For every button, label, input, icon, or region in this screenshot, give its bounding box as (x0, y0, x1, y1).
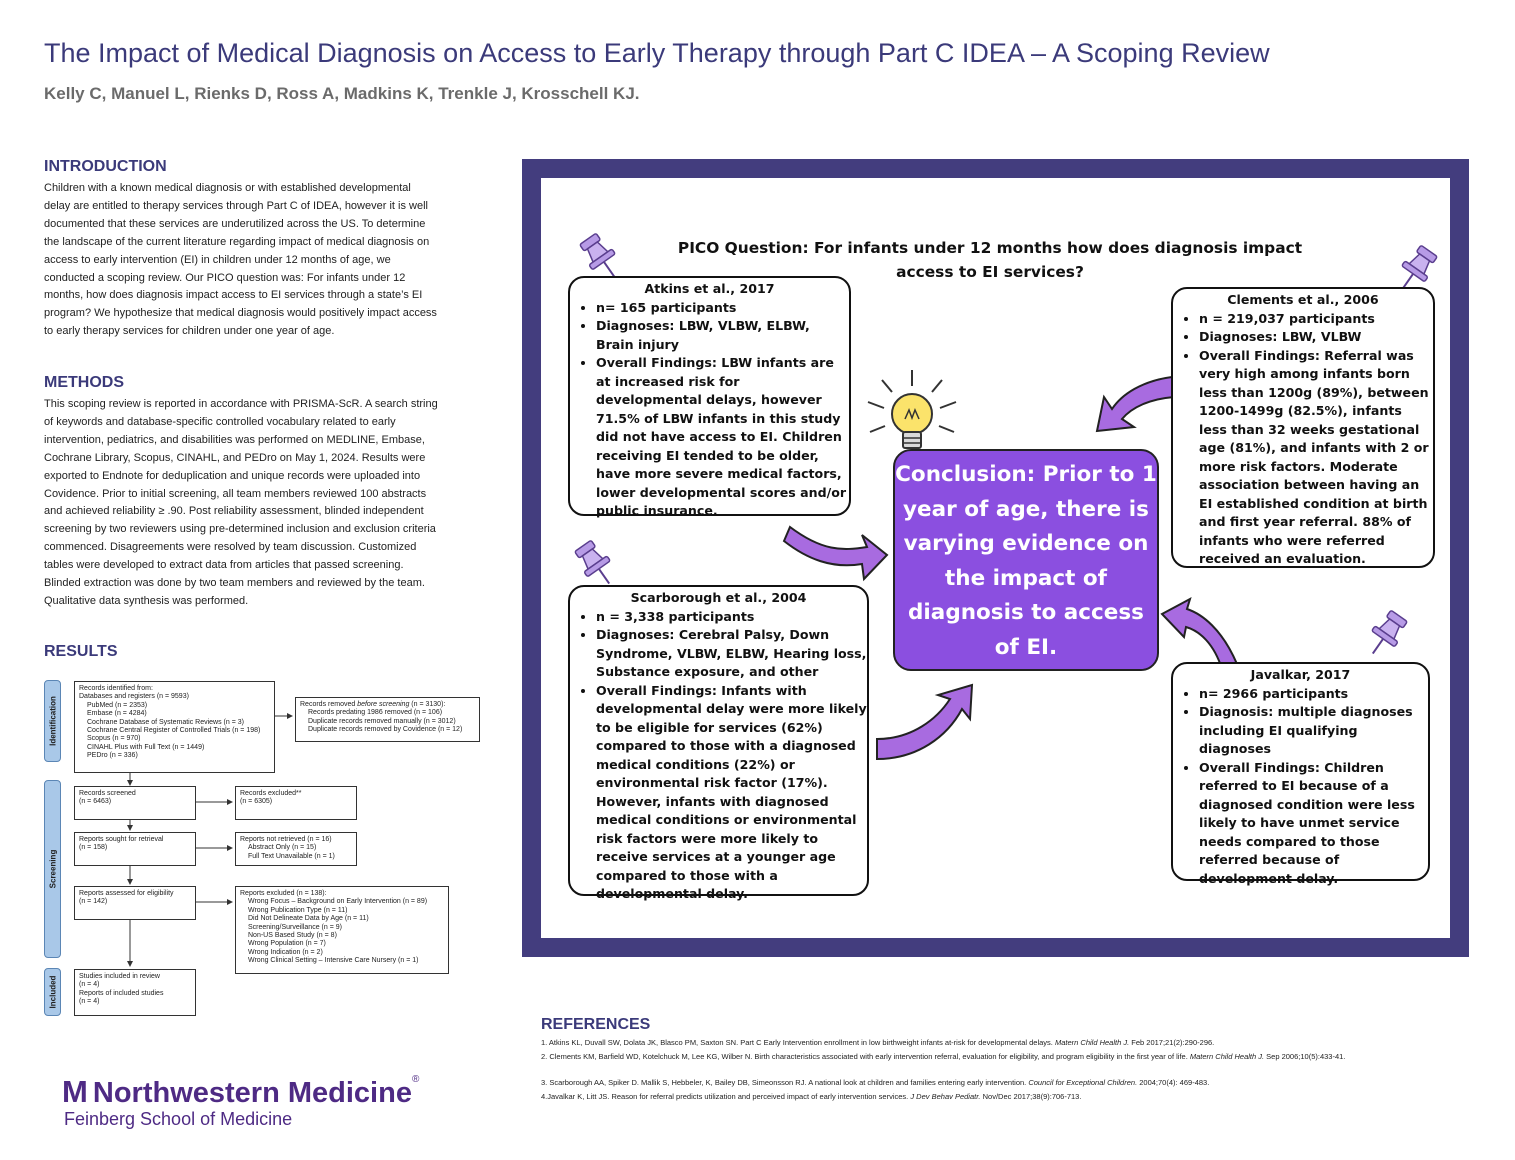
prisma-line: Cochrane Database of Systematic Reviews … (87, 718, 244, 726)
study-card-javalkar: Javalkar, 2017 n= 2966 participants Diag… (1171, 662, 1430, 886)
results-heading: RESULTS (44, 643, 118, 660)
prisma-line: Screening/Surveillance (n = 9) (248, 923, 342, 931)
arrow-clements-icon (1095, 375, 1176, 433)
northwestern-logo: M Northwestern Medicine® (62, 1074, 420, 1109)
box-records-identified: Records identified from: Databases and r… (74, 681, 275, 773)
prisma-line: PubMed (n = 2353) (87, 701, 148, 709)
methods-line: Blinded extraction was done by two team … (44, 577, 425, 590)
prisma-line: PEDro (n = 336) (87, 752, 138, 760)
methods-line: Cochrane Library, Scopus, CINAHL, and PE… (44, 451, 426, 464)
study-bullet: Diagnoses: LBW, VLBW (1199, 328, 1433, 347)
introduction-line: access to early intervention (EI) in chi… (44, 253, 391, 266)
study-bullet: Overall Findings: Children referred to E… (1199, 759, 1428, 889)
study-bullet: n= 2966 participants (1199, 685, 1428, 704)
prisma-line: Wrong Indication (n = 2) (248, 948, 323, 956)
reference-item: 2. Clements KM, Barfield WD, Kotelchuck … (541, 1052, 1346, 1061)
introduction-heading: INTRODUCTION (44, 158, 167, 175)
study-title: Scarborough et al., 2004 (630, 590, 807, 605)
pushpin-icon (1401, 245, 1438, 290)
box-reports-assessed: Reports assessed for eligibility (n = 14… (74, 886, 196, 920)
study-bullet: Diagnoses: Cerebral Palsy, Down Syndrome… (596, 626, 867, 682)
phase-screening: Screening (44, 780, 61, 958)
northwestern-mark-icon: M (62, 1074, 88, 1109)
methods-heading: METHODS (44, 374, 124, 391)
infographic-decor (574, 233, 1438, 761)
lightbulb-icon (867, 370, 957, 449)
study-card-clements: Clements et al., 2006 n = 219,037 partic… (1171, 287, 1435, 568)
methods-line: intervention, pediatrics, and disabiliti… (44, 433, 425, 446)
study-title: Javalkar, 2017 (1250, 667, 1351, 682)
reference-item: 4.Javalkar K, Litt JS. Reason for referr… (541, 1092, 1082, 1101)
study-card-scarborough: Scarborough et al., 2004 n = 3,338 parti… (568, 585, 869, 901)
box-records-excluded: Records excluded** (n = 6305) (235, 786, 357, 820)
phase-included: Included (44, 968, 61, 1016)
box-studies-included: Studies included in review (n = 4) Repor… (74, 969, 196, 1016)
box-records-removed: Records removed before screening (n = 31… (295, 697, 480, 742)
box-reports-excluded: Reports excluded (n = 138): Wrong Focus … (235, 886, 449, 974)
box-reports-sought: Reports sought for retrieval (n = 158) (74, 832, 196, 866)
pushpin-icon (579, 233, 616, 278)
methods-line: and achieved reliability ≥ .90. Post rel… (44, 505, 424, 518)
methods-line: tables were developed to extract data fr… (44, 559, 404, 572)
study-bullet: Diagnosis: multiple diagnoses including … (1199, 703, 1428, 759)
prisma-arrows (127, 713, 293, 967)
references-heading: REFERENCES (541, 1016, 651, 1033)
introduction-line: documented that these services are under… (44, 217, 426, 230)
introduction-line: delay are entitled to therapy services t… (44, 199, 428, 212)
prisma-line: Embase (n = 4284) (87, 710, 147, 718)
prisma-line: Scopus (n = 970) (87, 735, 141, 743)
methods-text: This scoping review is reported in accor… (44, 396, 484, 611)
methods-line: screening by two reviewers using pre-det… (44, 523, 436, 536)
study-bullet: n= 165 participants (596, 299, 849, 318)
prisma-line: Did Not Delineate Data by Age (n = 11) (248, 915, 369, 923)
prisma-line: Wrong Population (n = 7) (248, 940, 326, 948)
study-title: Clements et al., 2006 (1227, 292, 1379, 307)
prisma-line: Records predating 1986 removed (n = 106) (308, 709, 443, 717)
prisma-line: Wrong Clinical Setting – Intensive Care … (248, 957, 419, 965)
poster-authors: Kelly C, Manuel L, Rienks D, Ross A, Mad… (44, 84, 640, 103)
box-records-screened: Records screened (n = 6463) (74, 786, 196, 820)
study-bullet: Overall Findings: Referral was very high… (1199, 347, 1433, 569)
arrow-scarborough-icon (876, 683, 974, 761)
pico-question: PICO Question: For infants under 12 mont… (677, 239, 1303, 281)
study-bullet: Diagnoses: LBW, VLBW, ELBW, Brain injury (596, 317, 849, 354)
introduction-line: months, how does diagnosis impact access… (44, 289, 423, 302)
study-bullet: n = 219,037 participants (1199, 310, 1433, 329)
prisma-line: CINAHL Plus with Full Text (n = 1449) (87, 743, 205, 751)
study-bullet: Overall Findings: LBW infants are at inc… (596, 354, 849, 521)
prisma-line: Non-US Based Study (n = 8) (248, 932, 337, 940)
study-bullet: Overall Findings: Infants with developme… (596, 682, 867, 904)
reference-item: 1. Atkins KL, Duvall SW, Dolata JK, Blas… (541, 1038, 1215, 1047)
study-bullet: n = 3,338 participants (596, 608, 867, 627)
prisma-line: Cochrane Central Register of Controlled … (87, 727, 261, 735)
introduction-line: Children with a known medical diagnosis … (44, 182, 411, 194)
study-card-atkins: Atkins et al., 2017 n= 165 participants … (568, 276, 851, 518)
poster-title: The Impact of Medical Diagnosis on Acces… (44, 38, 1270, 68)
prisma-line: Wrong Focus – Background on Early Interv… (248, 898, 428, 906)
methods-line: exported to Endnote for deduplication an… (44, 469, 421, 482)
introduction-line: program? We hypothesize that medical dia… (44, 307, 437, 320)
study-title: Atkins et al., 2017 (644, 281, 775, 296)
introduction-line: to early therapy services for children u… (44, 325, 335, 338)
introduction-line: conducted a scoping review. Our PICO que… (44, 271, 406, 284)
prisma-line: Duplicate records removed manually (n = … (308, 717, 456, 725)
pushpin-icon (1371, 610, 1408, 655)
phase-identification: Identification (44, 680, 61, 762)
methods-line: Covidence. Prior to initial screening, a… (44, 487, 427, 500)
arrow-javalkar-icon (1160, 596, 1239, 671)
methods-line: Qualitative data synthesis was performed… (44, 594, 249, 607)
prisma-line: Duplicate records removed by Covidence (… (308, 726, 463, 734)
methods-line: of keywords and database-specific contro… (44, 415, 396, 428)
methods-line: This scoping review is reported in accor… (44, 398, 438, 410)
arrow-atkins-icon (782, 525, 889, 582)
feinberg-school-label: Feinberg School of Medicine (64, 1109, 293, 1129)
reference-item: 3. Scarborough AA, Spiker D. Mallik S, H… (541, 1078, 1210, 1087)
conclusion-box: Conclusion: Prior to 1 year of age, ther… (893, 449, 1159, 671)
pushpin-icon (574, 540, 611, 585)
prisma-line: Wrong Publication Type (n = 11) (248, 906, 348, 914)
introduction-line: the landscape of the current literature … (44, 235, 430, 248)
introduction-text: Children with a known medical diagnosis … (44, 180, 484, 341)
box-reports-not-retrieved: Reports not retrieved (n = 16) Abstract … (235, 832, 357, 866)
methods-line: commenced. Disagreements were resolved b… (44, 541, 417, 554)
